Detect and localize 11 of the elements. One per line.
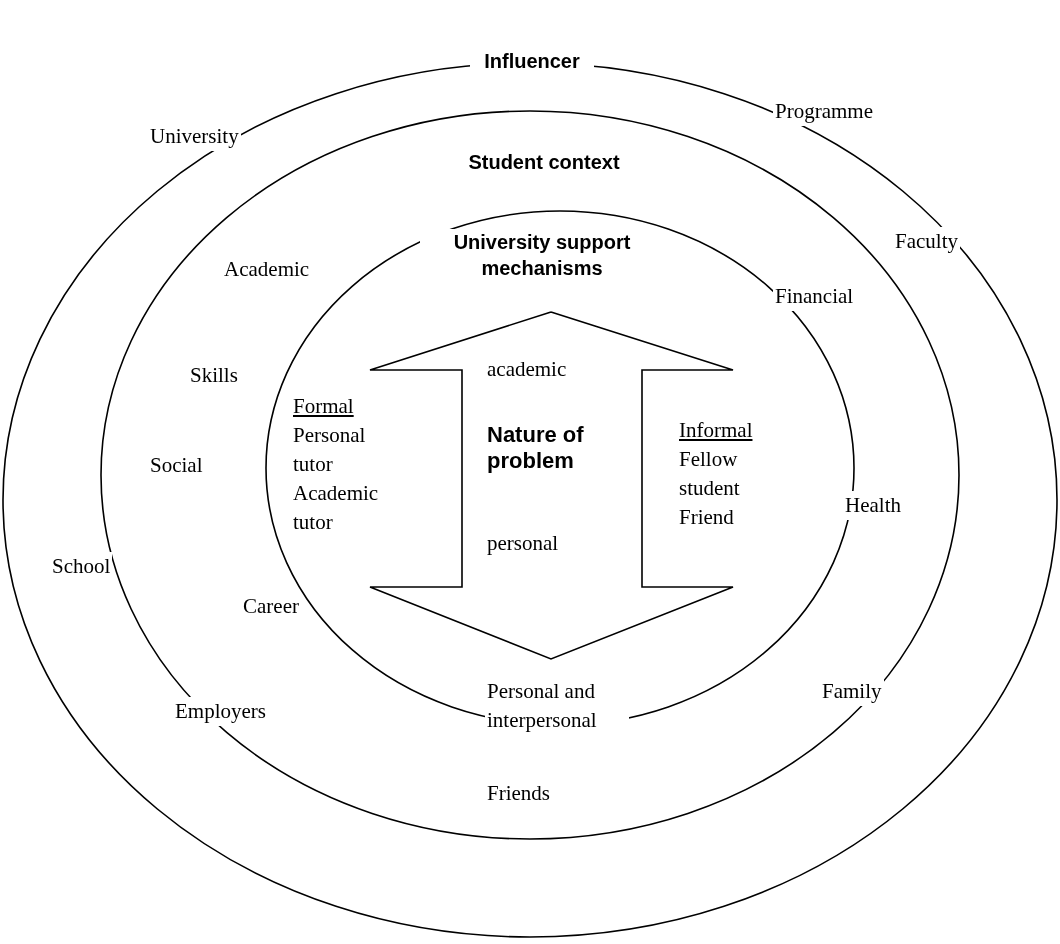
heading: Nature of problem	[486, 422, 585, 474]
support-label: Formal	[292, 393, 355, 420]
support-label: Personal tutor Academic tutor	[292, 422, 380, 536]
ring-label: Faculty	[893, 227, 960, 256]
support-label: Fellow student Friend	[678, 446, 741, 531]
ring-label: Health	[843, 491, 903, 520]
ring-label: Family	[820, 677, 884, 706]
problem-label: academic	[486, 356, 568, 383]
support-label: Informal	[678, 417, 754, 444]
ring-label: Employers	[173, 697, 268, 726]
problem-label: personal	[486, 530, 560, 557]
